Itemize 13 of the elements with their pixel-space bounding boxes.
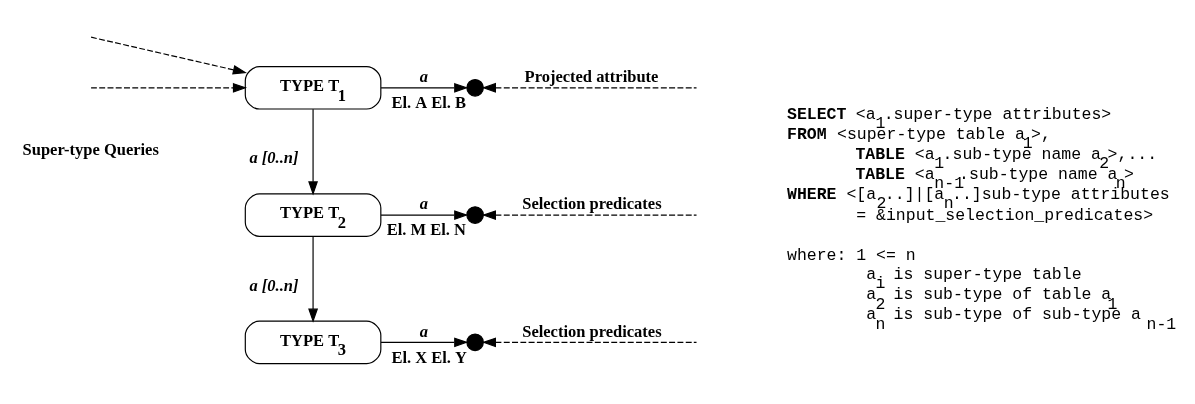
edge-label: Selection predicates xyxy=(522,193,662,213)
node-label: El. M El. N xyxy=(386,219,466,239)
edge-label: a [0..n] xyxy=(249,147,299,167)
node-label: El. X El. Y xyxy=(391,347,468,367)
edge-label: a [0..n] xyxy=(249,275,299,295)
node-label: El. A El. B xyxy=(391,92,467,112)
edge-label: a xyxy=(419,66,428,86)
edge-label: Selection predicates xyxy=(522,321,662,341)
edge-label: a xyxy=(419,193,428,213)
edge-label: a xyxy=(419,321,428,341)
label: Super-type Queries xyxy=(22,139,159,159)
edge-label: Projected attribute xyxy=(524,66,659,86)
label: where: 1 <= n xyxy=(787,245,916,265)
